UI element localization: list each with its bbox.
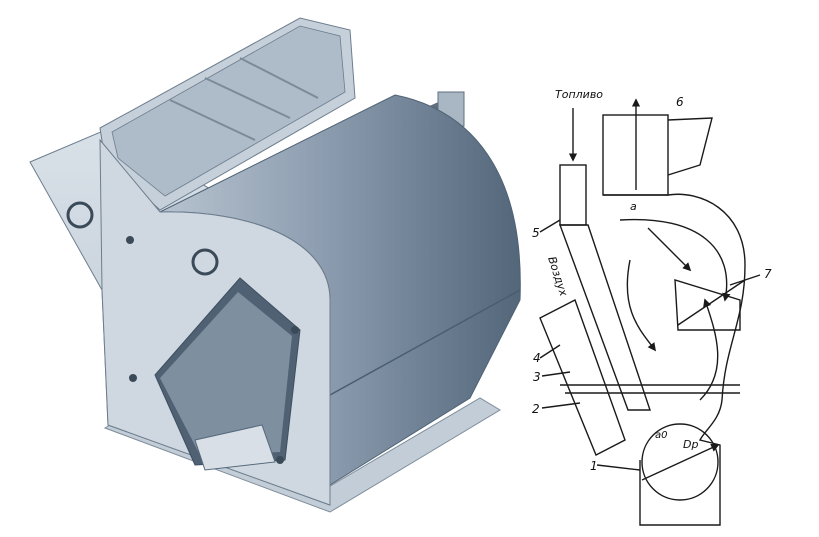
bolt-icon [276, 456, 284, 464]
inclined-chute [558, 224, 651, 411]
hopper-inner [111, 25, 346, 197]
label-7: 7 [764, 267, 772, 281]
handwheel-left-icon [66, 201, 94, 229]
label-dimension-d: Dр [683, 438, 698, 451]
label-3: 3 [533, 370, 541, 384]
bolt-icon [129, 374, 137, 382]
label-4: 4 [533, 351, 541, 365]
label-6: 6 [676, 95, 684, 109]
bolt-icon [291, 326, 299, 334]
mill-3d-render [29, 17, 521, 513]
label-2: 2 [532, 402, 540, 416]
mill-schematic [539, 98, 761, 526]
fuel-pipe [559, 164, 587, 226]
impeller-1 [641, 423, 719, 501]
label-dimension-small: a0 [655, 430, 668, 441]
bolt-icon [126, 236, 134, 244]
label-1: 1 [590, 459, 598, 473]
mill-casing [603, 193, 746, 526]
handwheel-right-icon [191, 248, 219, 276]
label-air: Воздух [545, 255, 570, 298]
label-a: a [630, 200, 637, 213]
inspection-door [194, 424, 276, 471]
label-fuel: Топливо [555, 88, 603, 101]
classifier-7 [674, 279, 741, 331]
label-5: 5 [532, 226, 540, 240]
